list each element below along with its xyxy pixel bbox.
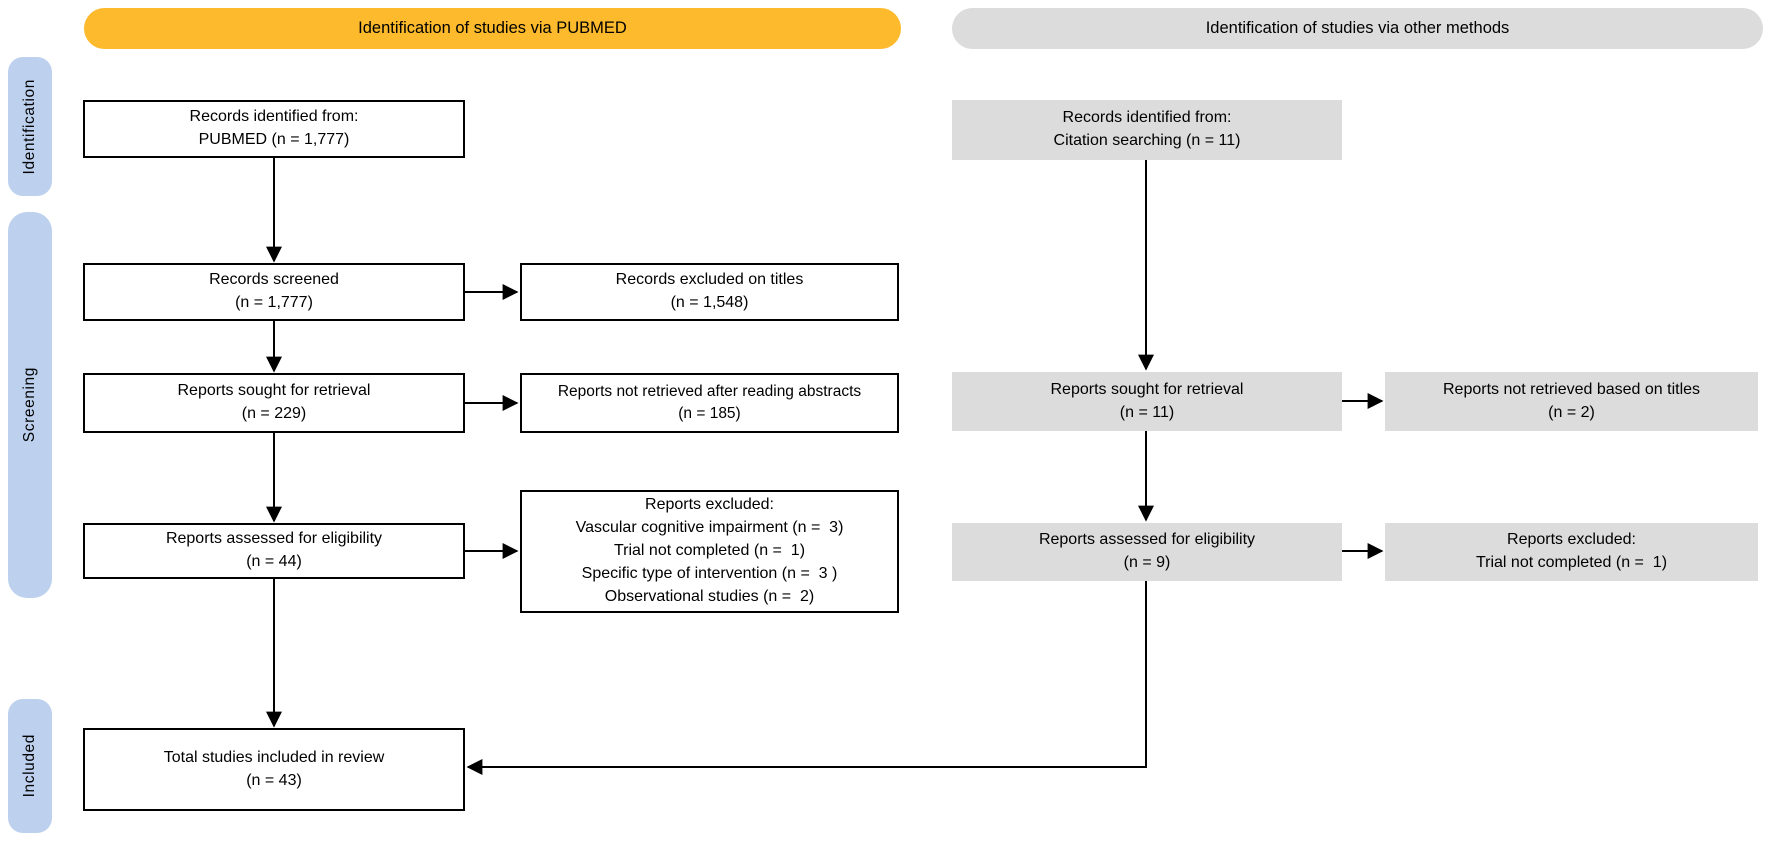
box-line: Reports excluded:: [645, 496, 774, 514]
stage-identification: Identification: [8, 57, 52, 196]
box-line: Reports excluded:: [1507, 531, 1636, 549]
box-line: Trial not completed (n = 1): [613, 542, 806, 560]
box-line: (n = 2): [1548, 403, 1595, 421]
box-line: Trial not completed (n = 1): [1475, 554, 1668, 571]
stage-included-label: Included: [21, 734, 38, 798]
box-line: (n = 9): [1123, 554, 1171, 571]
other-reports-sought-box: Reports sought for retrieval (n = 11): [952, 372, 1342, 431]
box-line: (n = 11): [1119, 403, 1175, 421]
box-line: Reports not retrieved after reading abst…: [557, 382, 862, 400]
stage-included: Included: [8, 699, 52, 833]
box-line: Reports assessed for eligibility: [165, 530, 383, 548]
box-line: (n = 229): [241, 405, 307, 422]
pubmed-reports-excluded-box: Reports excluded: Vascular cognitive imp…: [520, 490, 899, 613]
stage-screening: Screening: [8, 212, 52, 598]
pubmed-reports-assessed-box: Reports assessed for eligibility (n = 44…: [83, 523, 465, 579]
box-line: Reports assessed for eligibility: [1038, 531, 1256, 549]
other-reports-not-retrieved-box: Reports not retrieved based on titles (n…: [1385, 372, 1758, 431]
box-line: Citation searching (n = 11): [1053, 132, 1241, 149]
header-pubmed-label: Identification of studies via PUBMED: [358, 19, 627, 37]
box-line: Total studies included in review: [163, 748, 385, 766]
box-line: Records identified from:: [189, 108, 359, 126]
box-line: Reports sought for retrieval: [1050, 380, 1244, 398]
box-line: Records identified from:: [1062, 109, 1232, 127]
other-records-identified-box: Records identified from: Citation search…: [952, 100, 1342, 160]
box-line: PUBMED (n = 1,777): [198, 131, 350, 148]
pubmed-reports-not-retrieved-box: Reports not retrieved after reading abst…: [520, 373, 899, 433]
box-line: Reports sought for retrieval: [177, 382, 371, 400]
pubmed-reports-sought-box: Reports sought for retrieval (n = 229): [83, 373, 465, 433]
stage-screening-label: Screening: [21, 367, 38, 443]
stage-identification-label: Identification: [21, 78, 38, 175]
box-line: (n = 43): [246, 771, 302, 789]
box-line: (n = 1,777): [235, 294, 313, 311]
other-reports-excluded-box: Reports excluded: Trial not completed (n…: [1385, 523, 1758, 581]
box-line: Reports not retrieved based on titles: [1442, 380, 1701, 398]
box-line: Records excluded on titles: [615, 271, 804, 289]
total-included-box: Total studies included in review (n = 43…: [83, 728, 465, 811]
box-line: Observational studies (n = 2): [604, 587, 815, 605]
box-line: Vascular cognitive impairment (n = 3): [575, 519, 844, 537]
box-line: (n = 44): [246, 553, 302, 570]
box-line: (n = 1,548): [670, 294, 749, 311]
other-reports-assessed-box: Reports assessed for eligibility (n = 9): [952, 523, 1342, 581]
box-line: Records screened: [209, 271, 339, 289]
pubmed-records-identified-box: Records identified from: PUBMED (n = 1,7…: [83, 100, 465, 158]
header-pubmed: Identification of studies via PUBMED: [84, 8, 901, 49]
header-other-methods-label: Identification of studies via other meth…: [1205, 19, 1510, 37]
box-line: Specific type of intervention (n = 3 ): [581, 564, 838, 582]
box-line: (n = 185): [678, 405, 741, 422]
pubmed-records-screened-box: Records screened (n = 1,777): [83, 263, 465, 321]
pubmed-records-excluded-titles-box: Records excluded on titles (n = 1,548): [520, 263, 899, 321]
header-other-methods: Identification of studies via other meth…: [952, 8, 1763, 49]
